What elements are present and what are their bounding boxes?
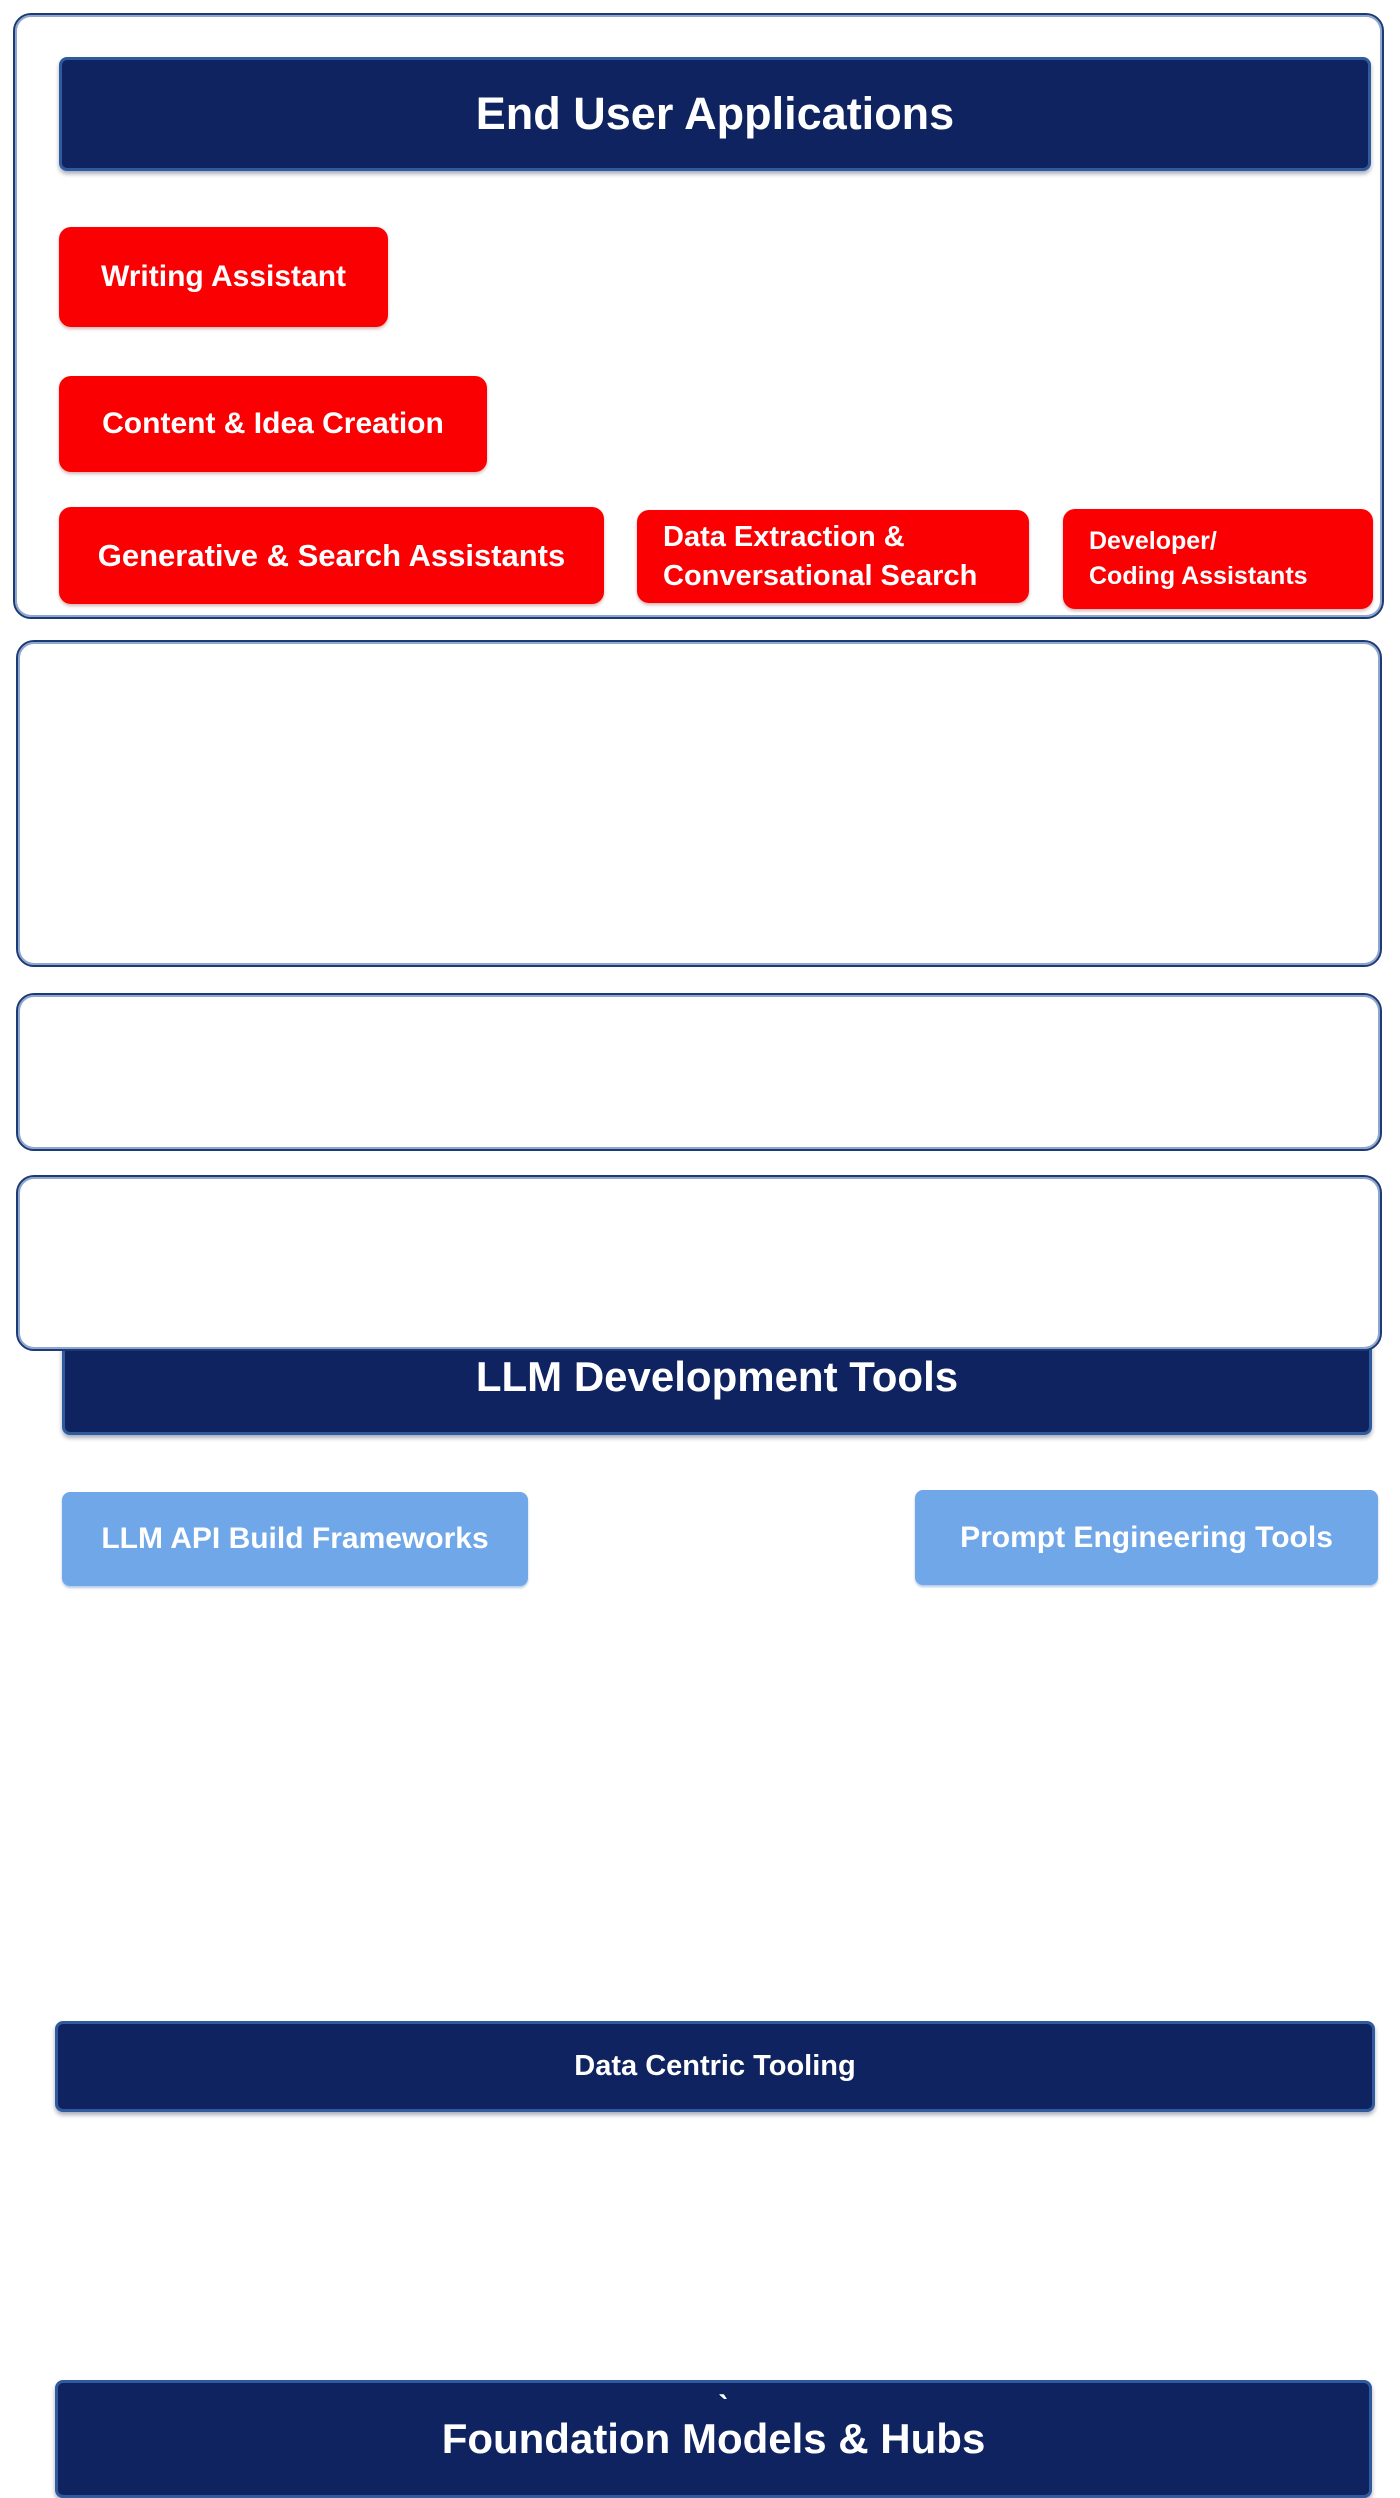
stray-accent-mark: ˋ	[717, 2389, 729, 2427]
box-label-line2: Coding Assistants	[1089, 562, 1308, 590]
box-label: Developer/ Coding Assistants	[1089, 524, 1308, 594]
box-developer-coding-assistants: Developer/ Coding Assistants	[1063, 509, 1373, 609]
header-label: Foundation Models & Hubs	[441, 2415, 986, 2462]
panel-foundation-models-hubs: Foundation Models & Hubs ˋ	[16, 1175, 1382, 2498]
box-generative-search-assistants: Generative & Search Assistants	[59, 507, 604, 604]
header-end-user-applications: End User Applications	[59, 57, 1371, 171]
box-data-extraction-conversational-search: Data Extraction & Conversational Search	[637, 510, 1029, 603]
box-label-line1: Data Extraction &	[663, 521, 905, 554]
box-label-line1: Developer/	[1089, 527, 1217, 555]
panel-end-user-applications: End User Applications Writing Assistant …	[13, 13, 1384, 619]
header-data-centric-tooling: Data Centric Tooling	[55, 2021, 1375, 2112]
box-writing-assistant: Writing Assistant	[59, 227, 388, 327]
box-label: Data Extraction & Conversational Search	[663, 518, 977, 595]
box-label-line2: Conversational Search	[663, 559, 978, 592]
panel-llm-development-tools: LLM Development Tools LLM API Build Fram…	[16, 640, 1382, 1586]
box-prompt-engineering-tools: Prompt Engineering Tools	[915, 1490, 1378, 1585]
box-content-idea-creation: Content & Idea Creation	[59, 376, 487, 472]
panel-data-centric-tooling: Data Centric Tooling	[16, 993, 1382, 2112]
header-foundation-models-hubs: Foundation Models & Hubs ˋ	[55, 2380, 1372, 2498]
box-llm-api-build-frameworks: LLM API Build Frameworks	[62, 1492, 528, 1586]
